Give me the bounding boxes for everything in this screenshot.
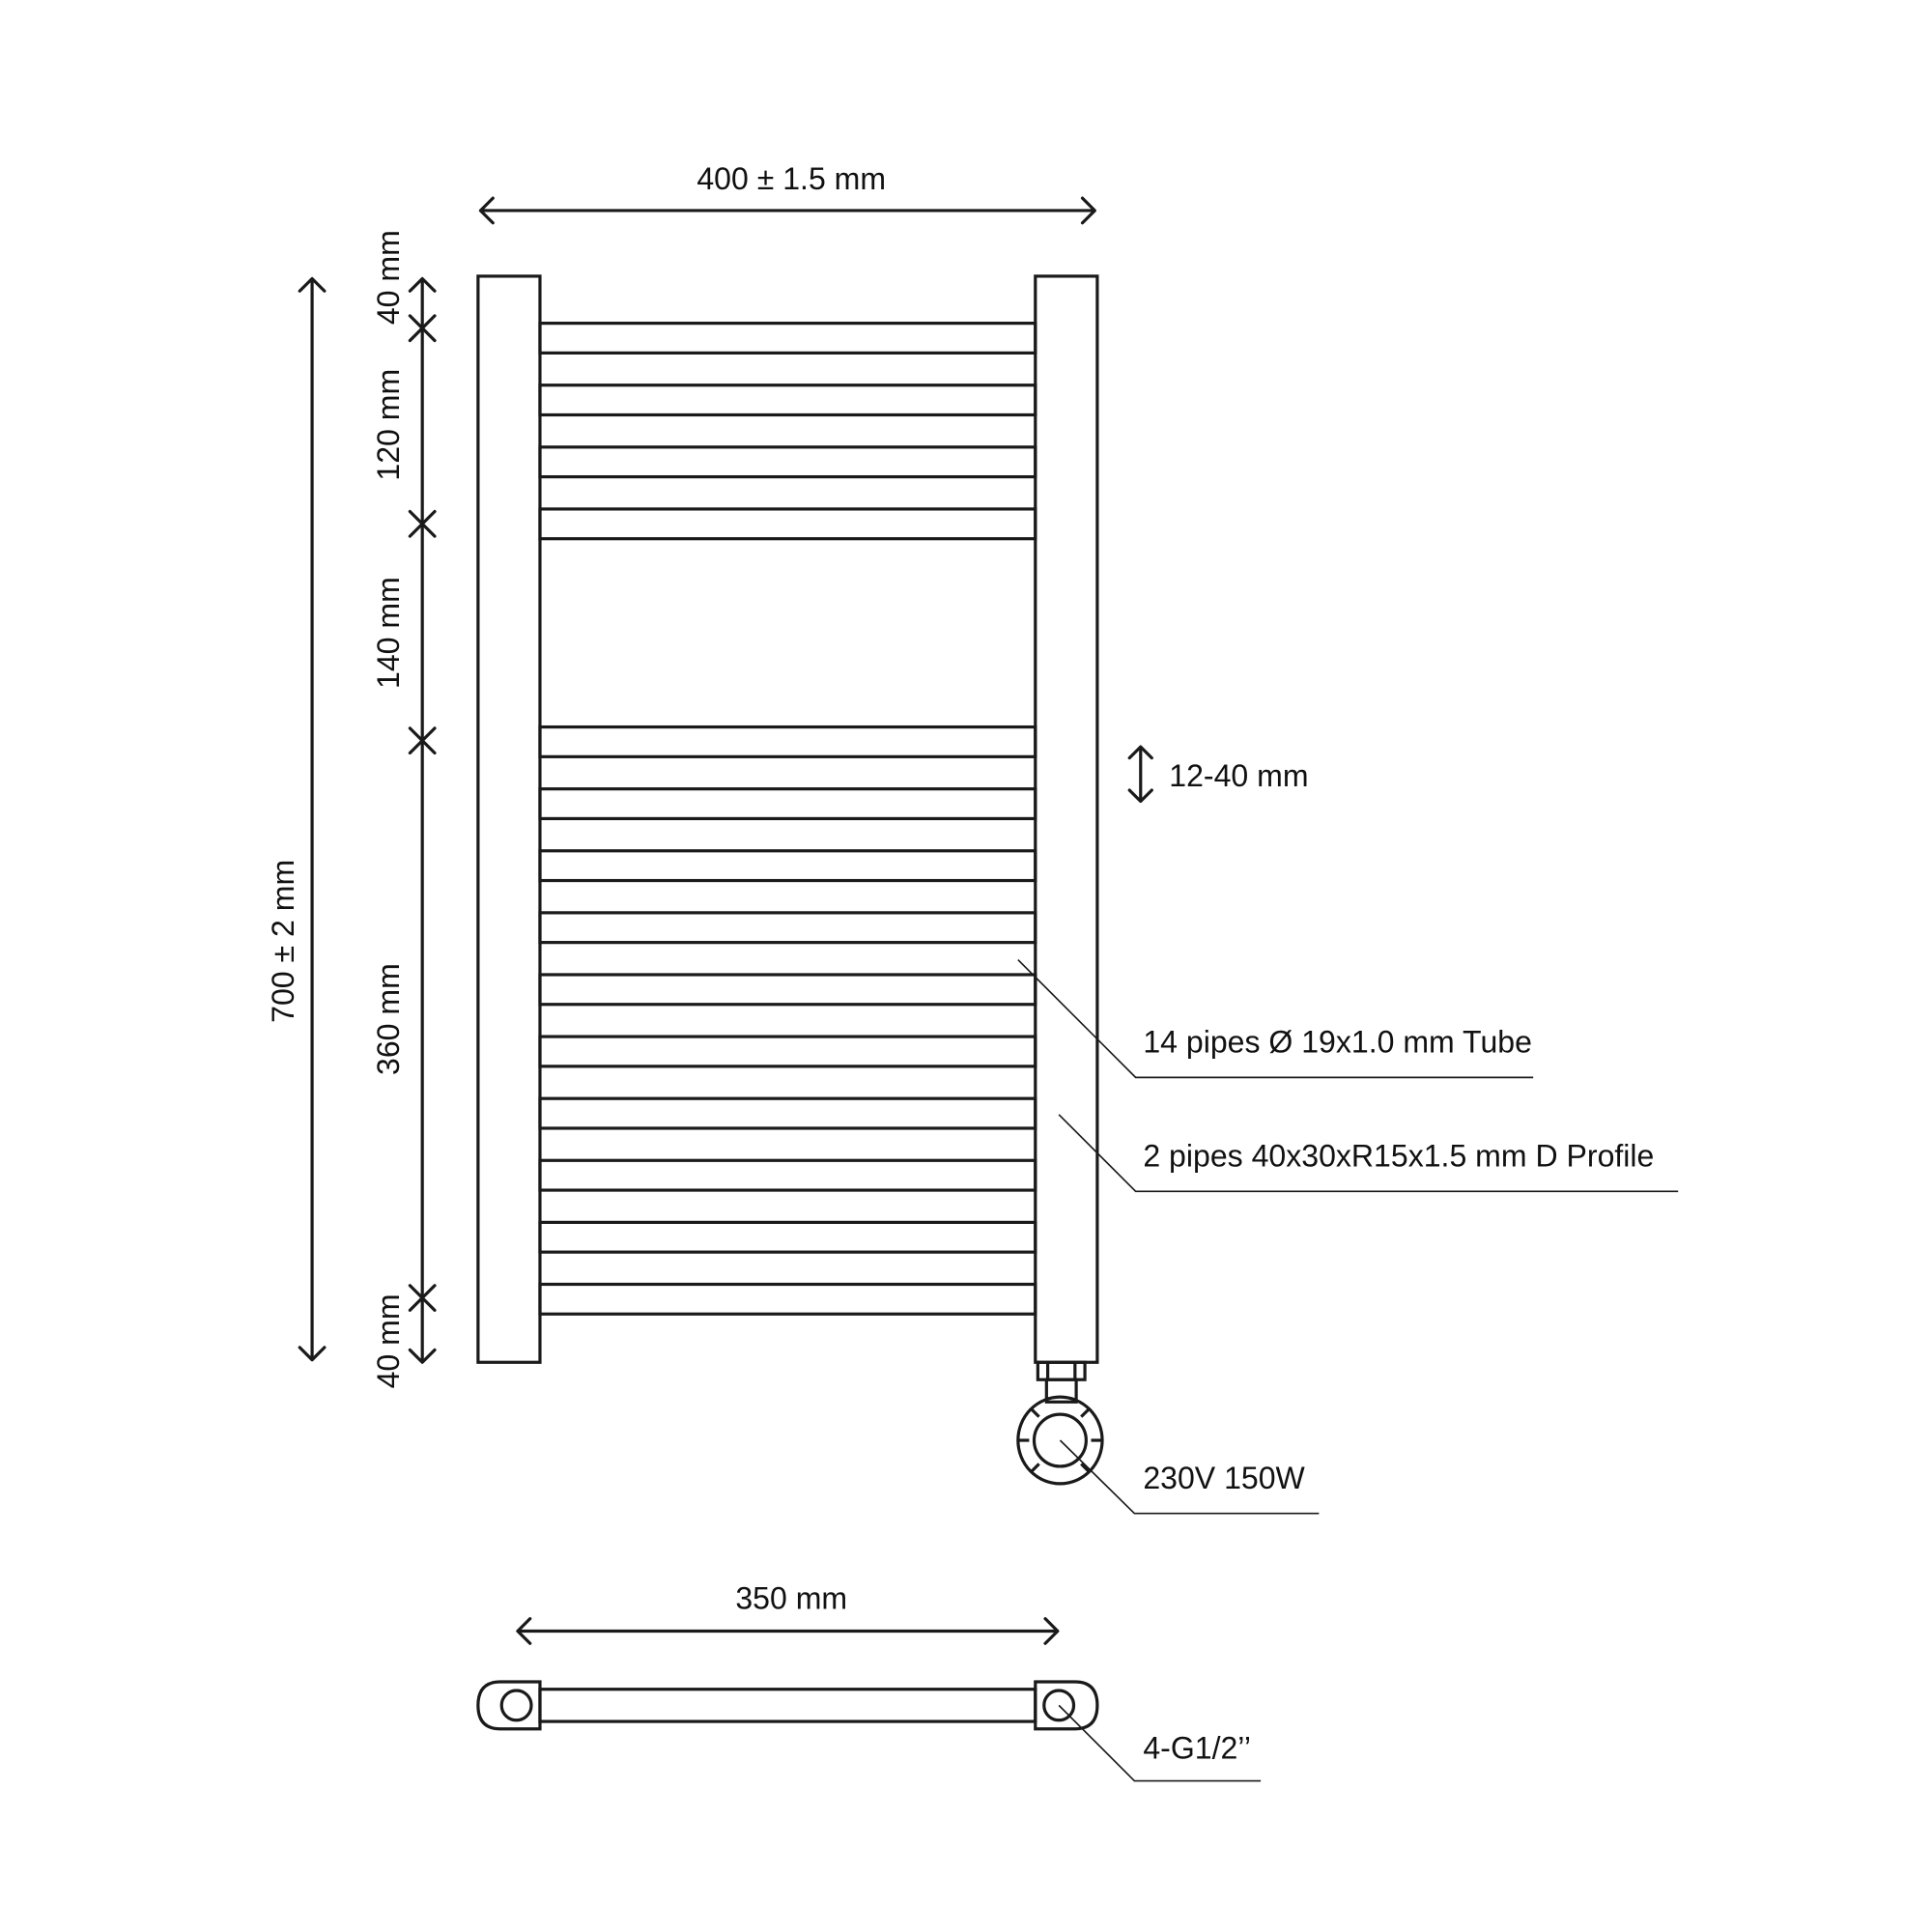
bottom-view <box>476 1680 1099 1731</box>
pipe <box>538 1035 1037 1068</box>
width-dimension: 400 ± 1.5 mm <box>478 161 1096 225</box>
right-rail <box>1034 274 1099 1364</box>
pipe <box>538 973 1037 1007</box>
lower-group-label: 360 mm <box>371 963 406 1075</box>
pipes <box>538 322 1037 1316</box>
gap-label: 140 mm <box>371 577 406 689</box>
upper-group-label: 120 mm <box>371 369 406 481</box>
pipe <box>538 322 1037 355</box>
pipe <box>538 1096 1037 1130</box>
center-distance-dimension: 350 mm <box>516 1580 1060 1645</box>
segment-dimensions: 40 mm 120 mm 140 mm 360 mm 40 mm <box>371 230 437 1388</box>
top-margin-label: 40 mm <box>371 230 406 325</box>
pipe <box>538 445 1037 479</box>
pipe <box>538 849 1037 883</box>
center-distance-label: 350 mm <box>735 1580 847 1615</box>
pipe <box>538 1158 1037 1192</box>
pipe <box>538 1220 1037 1254</box>
connection-label: 4-G1/2’’ <box>1143 1731 1251 1766</box>
pipe <box>538 384 1037 417</box>
tube-callout: 14 pipes Ø 19x1.0 mm Tube <box>1017 959 1534 1079</box>
bottom-margin-label: 40 mm <box>371 1293 406 1388</box>
pipe-spacing-dimension: 12-40 mm <box>1127 745 1309 804</box>
pipe <box>538 507 1037 541</box>
height-dimension: 700 ± 2 mm <box>266 276 327 1362</box>
heater-callout: 230V 150W <box>1059 1439 1320 1515</box>
pipe <box>538 724 1037 758</box>
width-label: 400 ± 1.5 mm <box>696 161 886 196</box>
pipe-spacing-label: 12-40 mm <box>1169 758 1308 793</box>
heater-label: 230V 150W <box>1143 1461 1305 1495</box>
tube-label: 14 pipes Ø 19x1.0 mm Tube <box>1143 1025 1532 1060</box>
heating-element <box>1016 1360 1104 1486</box>
height-label: 700 ± 2 mm <box>266 860 300 1023</box>
pipe <box>538 911 1037 945</box>
profile-label: 2 pipes 40x30xR15x1.5 mm D Profile <box>1143 1139 1654 1174</box>
pipe <box>538 787 1037 821</box>
profile-callout: 2 pipes 40x30xR15x1.5 mm D Profile <box>1058 1114 1679 1193</box>
pipe <box>538 1282 1037 1316</box>
connection-callout: 4-G1/2’’ <box>1058 1704 1262 1782</box>
left-rail <box>476 274 542 1364</box>
